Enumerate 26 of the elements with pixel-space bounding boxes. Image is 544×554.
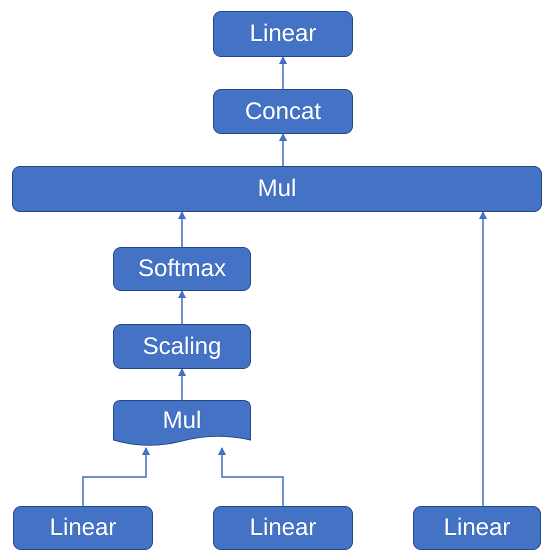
- box-label: Scaling: [142, 334, 222, 358]
- arrow: [82, 447, 150, 506]
- process-box: [213, 506, 353, 550]
- process-box: [213, 11, 353, 57]
- arrow: [279, 56, 287, 89]
- process-box: [213, 89, 353, 134]
- process-box: [12, 166, 542, 212]
- arrow: [178, 211, 186, 247]
- box-label: Linear: [250, 22, 316, 46]
- arrow: [178, 368, 186, 400]
- arrow: [279, 133, 287, 166]
- box-label: Linear: [444, 516, 510, 540]
- box-label: Mul: [258, 177, 296, 201]
- box-label: Linear: [250, 516, 316, 540]
- box-label: Softmax: [138, 257, 226, 281]
- process-box: [113, 400, 251, 446]
- process-box: [413, 506, 541, 550]
- box-label: Mul: [162, 409, 202, 433]
- box-label: Concat: [244, 100, 322, 124]
- arrow: [218, 447, 284, 506]
- process-box: [113, 324, 251, 369]
- arrow: [479, 211, 487, 506]
- arrow: [178, 290, 186, 324]
- box-label: Linear: [50, 516, 116, 540]
- process-box: [113, 247, 251, 291]
- process-box: [13, 506, 153, 550]
